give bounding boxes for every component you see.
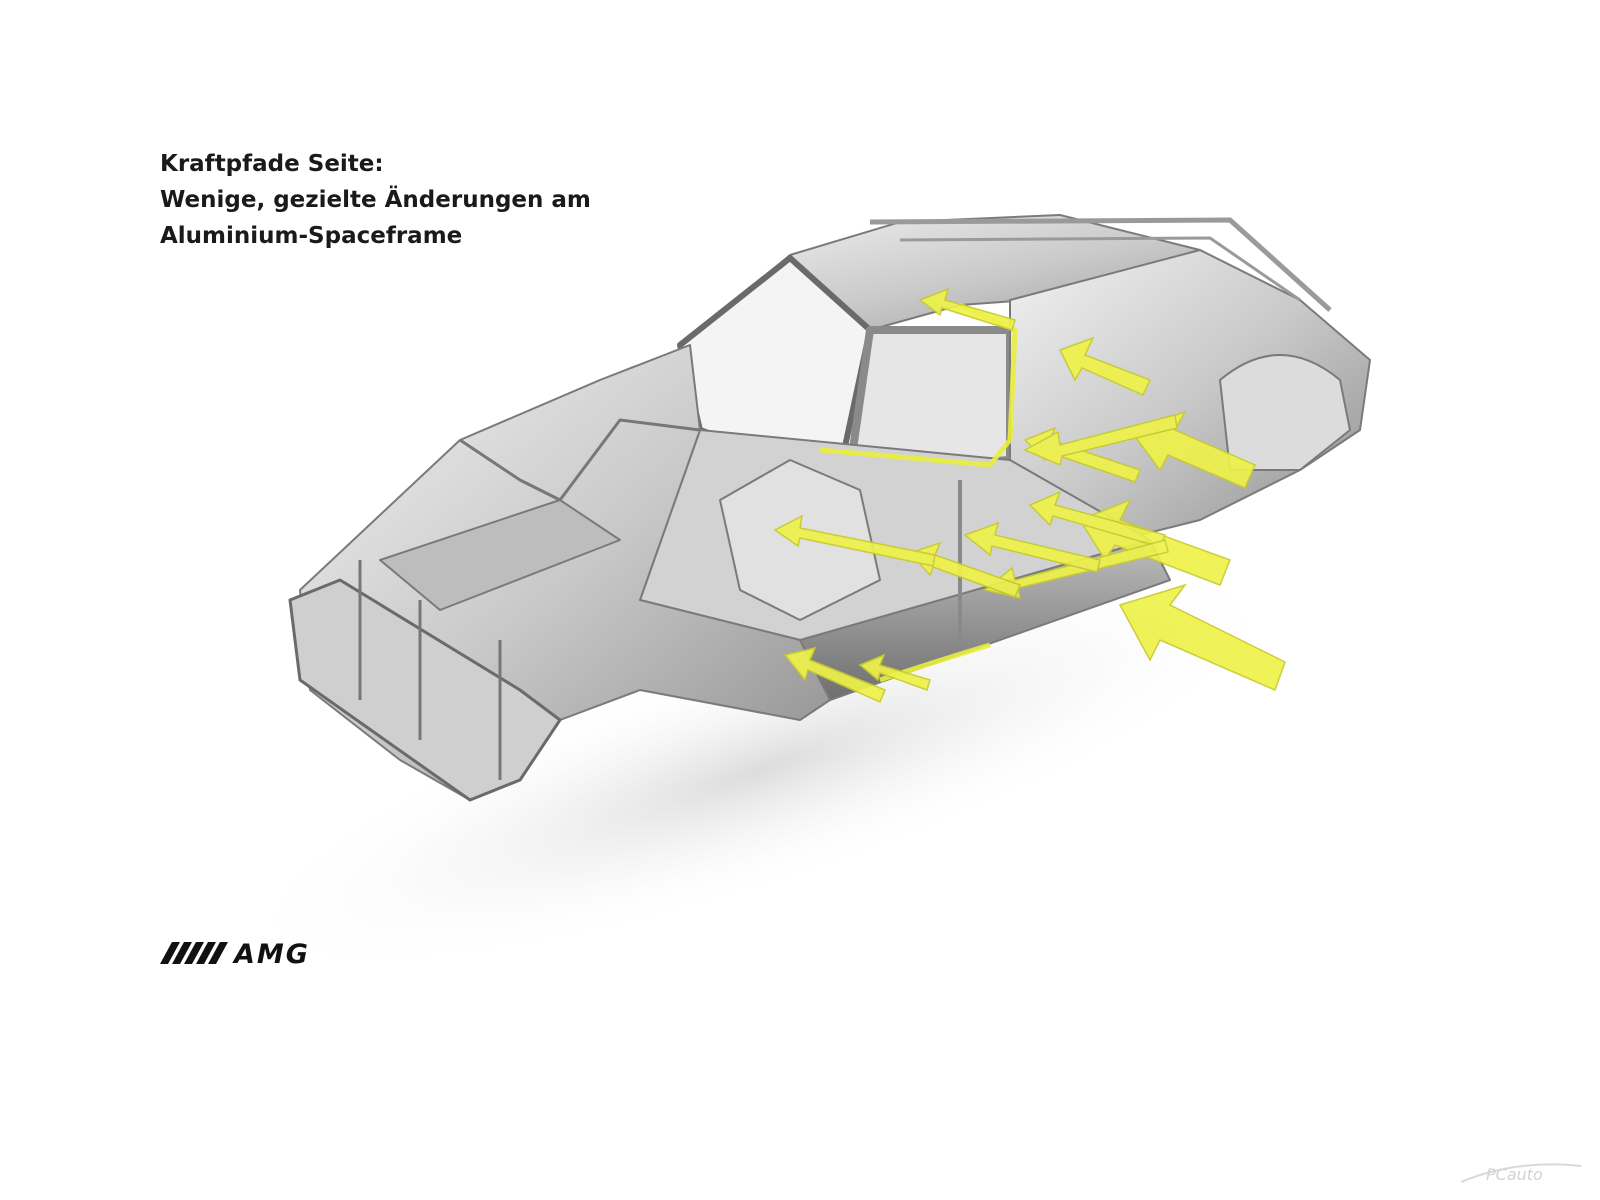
pcauto-watermark: PCauto xyxy=(1460,1163,1582,1184)
force-arrow xyxy=(1028,490,1167,548)
force-arrow xyxy=(918,287,1016,331)
title-line-2: Wenige, gezielte Änderungen am xyxy=(160,187,591,213)
force-arrows xyxy=(773,287,1286,703)
frame-detail xyxy=(459,438,561,502)
diagram-title: Kraftpfade Seite: Wenige, gezielte Änder… xyxy=(160,146,591,254)
force-arrow xyxy=(1058,336,1152,396)
force-arrow xyxy=(858,653,931,691)
engine-crossmember xyxy=(379,499,621,611)
force-arrow xyxy=(773,514,936,567)
force-arrow xyxy=(983,539,1169,599)
amg-logo: AMG xyxy=(160,940,310,966)
watermark-text: PCauto xyxy=(1486,1165,1543,1184)
title-line-3: Aluminium-Spaceframe xyxy=(160,223,463,249)
title-line-1: Kraftpfade Seite: xyxy=(160,151,384,177)
amg-logo-text: AMG xyxy=(232,940,310,966)
force-arrow xyxy=(963,521,1101,573)
roof-rail xyxy=(899,236,1301,302)
pcauto-watermark-icon xyxy=(1460,1163,1582,1183)
force-arrow xyxy=(1118,583,1286,692)
roof-rail xyxy=(869,217,1332,312)
force-arrow xyxy=(1023,414,1178,467)
front-bumper-beam xyxy=(288,578,562,802)
amg-logo-icon xyxy=(160,942,228,964)
ground-shadow xyxy=(226,562,1294,978)
rear-wheel-arch xyxy=(1219,354,1351,471)
force-arrow xyxy=(783,646,886,703)
frame-detail xyxy=(558,418,701,501)
